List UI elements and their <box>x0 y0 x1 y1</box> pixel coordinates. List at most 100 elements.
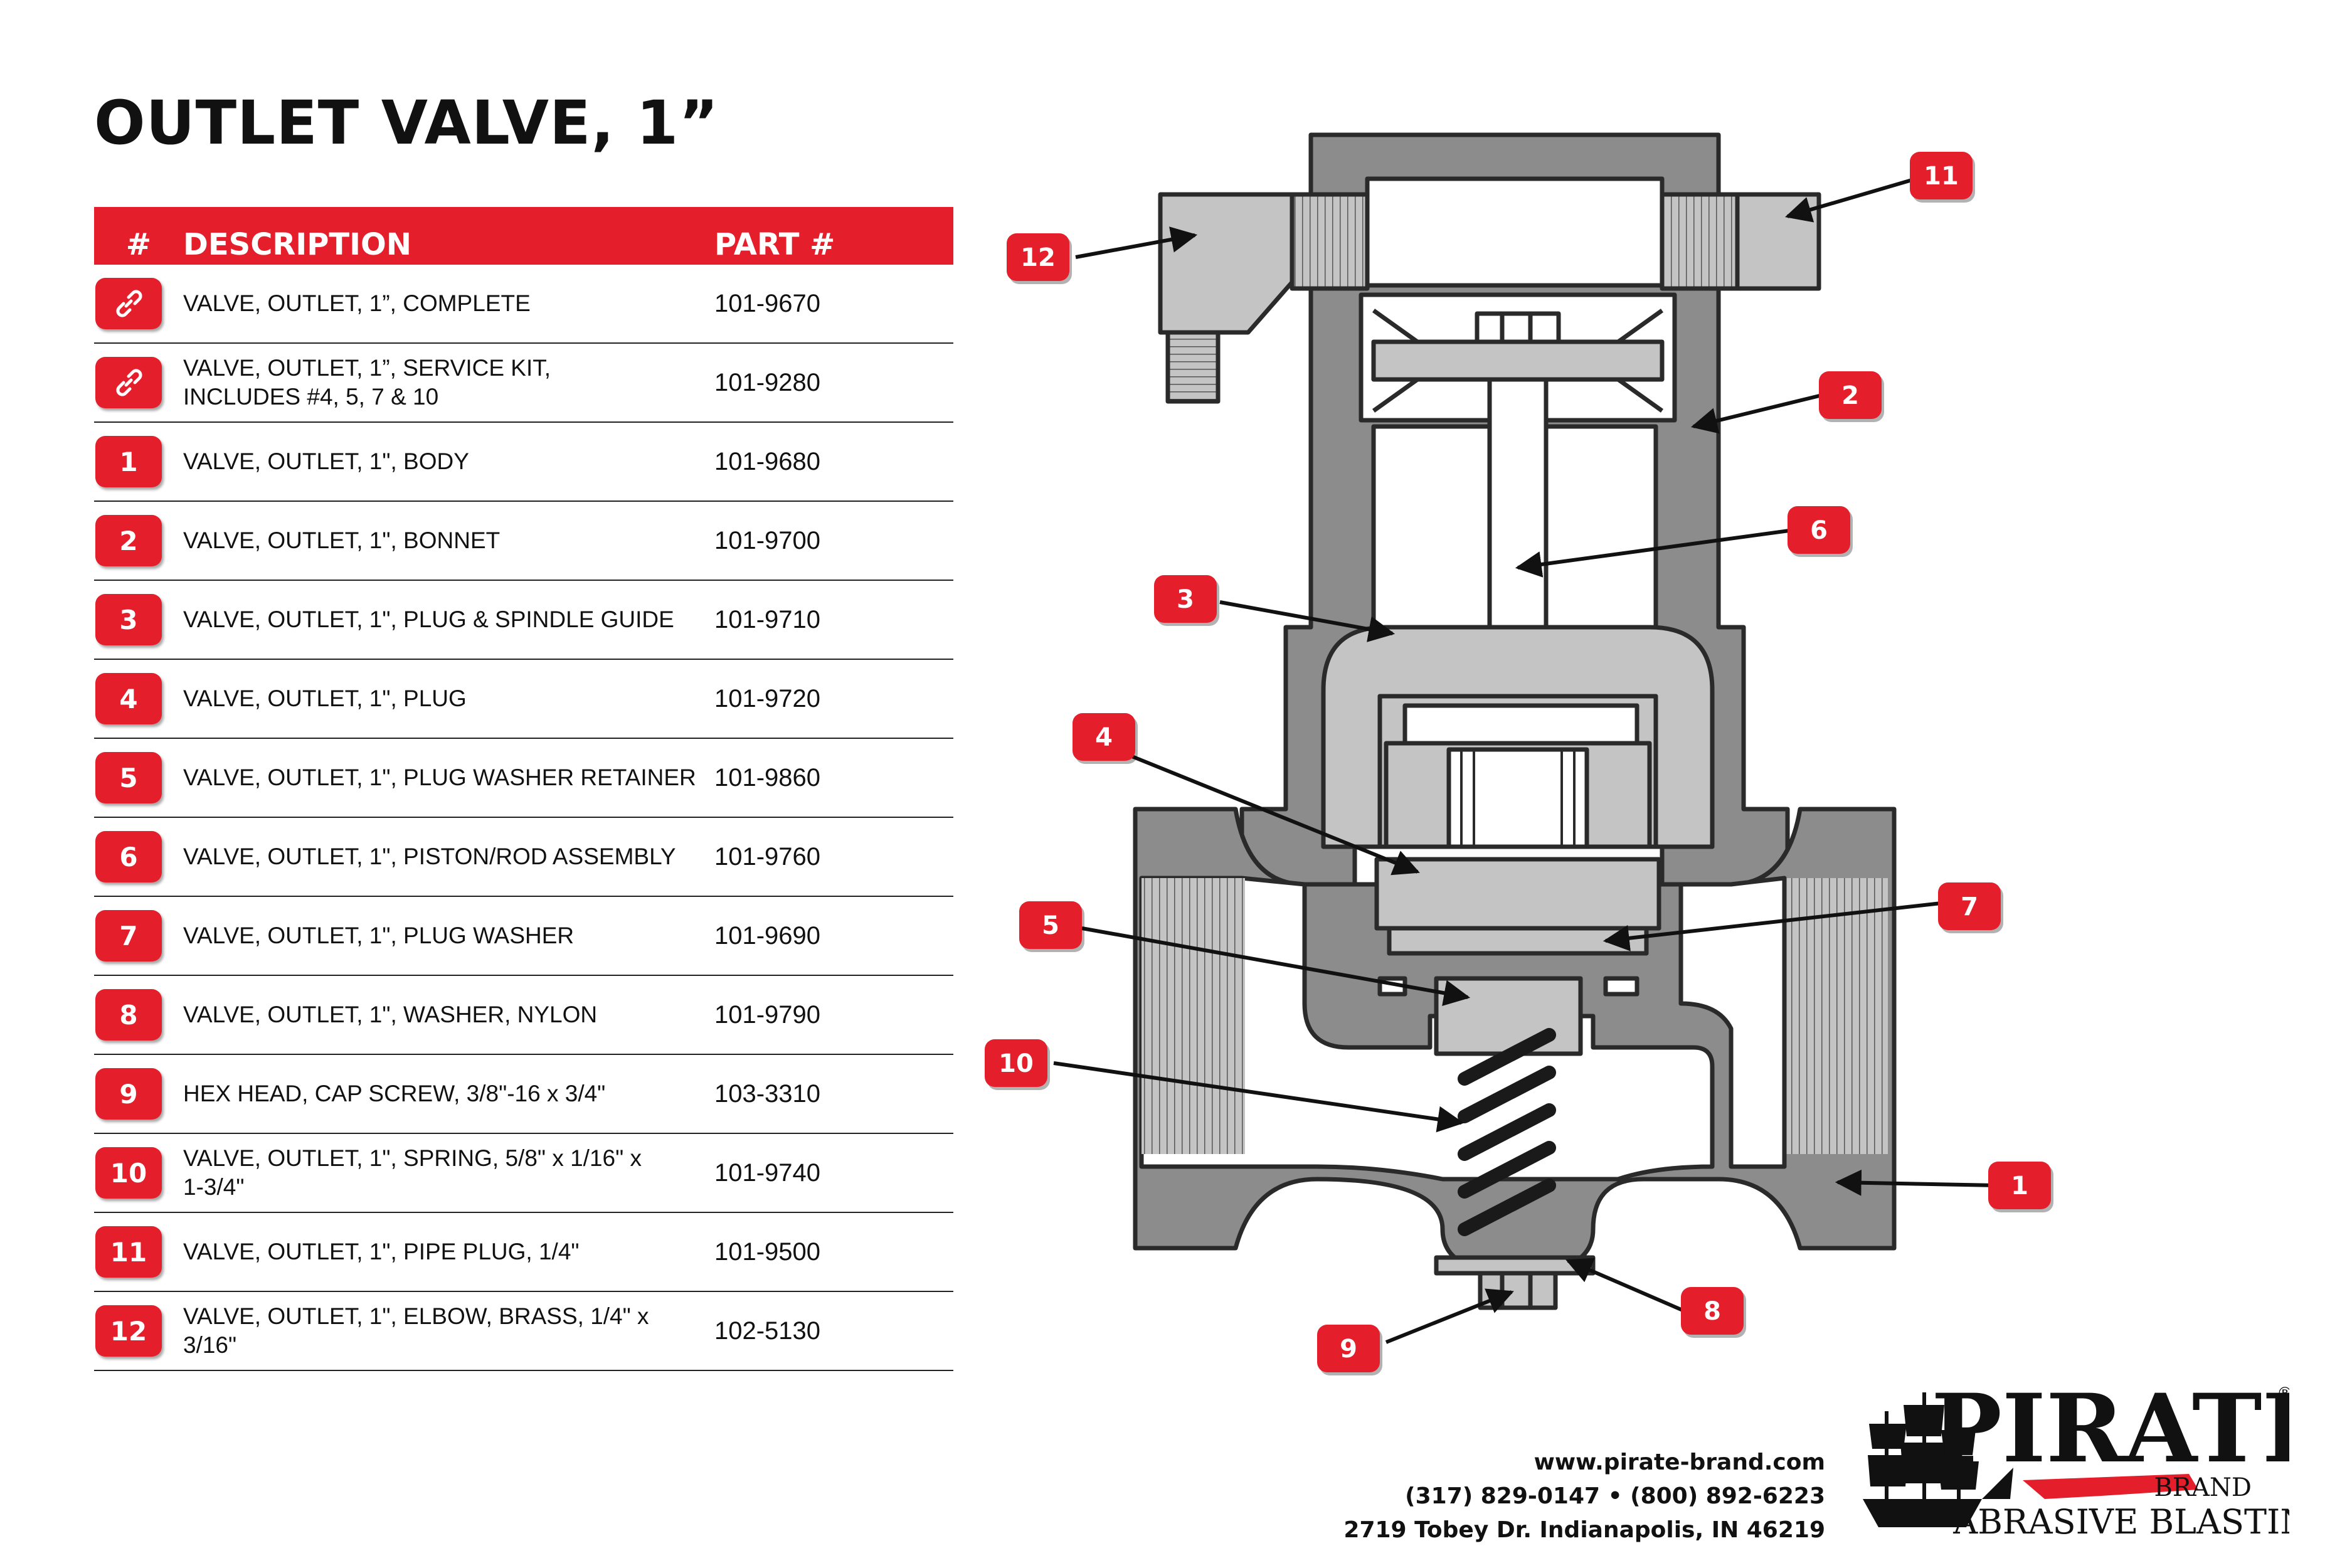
part-description: VALVE, OUTLET, 1", PLUG <box>183 686 467 711</box>
callout-label: 8 <box>1703 1297 1721 1326</box>
contact-info: www.pirate-brand.com (317) 829-0147 • (8… <box>1343 1446 1825 1547</box>
piston-head <box>1371 339 1665 382</box>
part-description: HEX HEAD, CAP SCREW, 3/8"-16 x 3/4" <box>183 1081 606 1106</box>
part-description: VALVE, OUTLET, 1", PIPE PLUG, 1/4" <box>183 1239 580 1264</box>
table-row: 7 VALVE, OUTLET, 1", PLUG WASHER 101-9690 <box>94 897 953 976</box>
item-number-badge: 5 <box>95 752 162 803</box>
link-icon <box>95 357 162 408</box>
callout-badge: 5 <box>1019 901 1084 952</box>
part-description: VALVE, OUTLET, 1", SPRING, 5/8" x 1/16" … <box>183 1145 642 1200</box>
registered-mark: ® <box>2277 1384 2289 1403</box>
part-number: 102-5130 <box>714 1316 821 1345</box>
part-description: VALVE, OUTLET, 1", WASHER, NYLON <box>183 1002 598 1027</box>
table-row: VALVE, OUTLET, 1”, COMPLETE 101-9670 <box>94 265 953 344</box>
item-number-badge: 11 <box>95 1226 162 1278</box>
item-number-badge: 9 <box>95 1068 162 1120</box>
part-number: 101-9690 <box>714 921 821 950</box>
table-row: 3 VALVE, OUTLET, 1", PLUG & SPINDLE GUIDE… <box>94 581 953 660</box>
elbow-stem <box>1165 330 1221 404</box>
spring <box>1458 1028 1556 1236</box>
table-row: 8 VALVE, OUTLET, 1", WASHER, NYLON 101-979… <box>94 976 953 1055</box>
left-port-thread <box>1142 878 1245 1154</box>
spindle-guide <box>1321 625 1715 849</box>
table-row: VALVE, OUTLET, 1”, SERVICE KIT, INCLUDES… <box>94 344 953 423</box>
callout-label: 12 <box>1020 243 1056 272</box>
pipe-plug-thread <box>1660 192 1740 291</box>
page-title: OUTLET VALVE, 1” <box>94 88 719 158</box>
right-port-thread <box>1784 878 1888 1154</box>
phone-numbers: (317) 829-0147 • (800) 892-6223 <box>1405 1483 1825 1509</box>
part-description: VALVE, OUTLET, 1”, SERVICE KIT, INCLUDES… <box>183 355 551 410</box>
part-description: VALVE, OUTLET, 1", PLUG WASHER <box>183 923 575 948</box>
logo-red-splash <box>2023 1474 2198 1499</box>
table-row: 9 HEX HEAD, CAP SCREW, 3/8"-16 x 3/4" 103-… <box>94 1055 953 1134</box>
part-number: 101-9860 <box>714 763 821 792</box>
callout-badge: 2 <box>1819 371 1884 422</box>
callout-badge: 11 <box>1910 152 1975 203</box>
part-description: VALVE, OUTLET, 1", PLUG & SPINDLE GUIDE <box>183 607 674 632</box>
part-number: 101-9500 <box>714 1237 821 1266</box>
parts-table: # DESCRIPTION PART # VALVE, OUTLET, 1”, … <box>94 207 953 1371</box>
part-description: VALVE, OUTLET, 1", BODY <box>183 448 469 474</box>
header-description: DESCRIPTION <box>183 227 412 262</box>
callout-label: 7 <box>1961 893 1978 921</box>
elbow <box>1158 192 1295 335</box>
part-description: VALVE, OUTLET, 1", ELBOW, BRASS, 1/4" x … <box>183 1303 649 1358</box>
item-number-badge: 7 <box>95 910 162 961</box>
logo-brand: BRAND <box>2154 1473 2252 1502</box>
callout-badge: 6 <box>1788 506 1853 557</box>
website-link[interactable]: www.pirate-brand.com <box>1534 1449 1825 1475</box>
callout-label: 9 <box>1340 1335 1357 1364</box>
callout-label: 4 <box>1095 723 1113 752</box>
link-icon <box>95 278 162 329</box>
callout-label: 3 <box>1177 585 1194 614</box>
valve-cutaway-diagram: 11 12 2 6 3 4 7 5 10 1 8 9 <box>985 132 2053 1375</box>
callout-badge: 3 <box>1154 575 1219 626</box>
part-number: 101-9740 <box>714 1158 821 1187</box>
body-passage <box>1139 876 1715 1182</box>
table-header: # DESCRIPTION PART # <box>94 207 953 265</box>
item-number-badge: 3 <box>95 594 162 645</box>
callout-badge: 12 <box>1007 233 1072 284</box>
item-number-badge: 10 <box>95 1147 162 1199</box>
callout-label: 6 <box>1810 516 1828 545</box>
item-number-badge: 8 <box>95 989 162 1041</box>
cap-screw <box>1478 1271 1558 1310</box>
part-description: VALVE, OUTLET, 1”, COMPLETE <box>183 290 531 316</box>
table-row: 11 VALVE, OUTLET, 1", PIPE PLUG, 1/4" 101-… <box>94 1213 953 1292</box>
part-number: 101-9710 <box>714 605 821 633</box>
part-number: 101-9760 <box>714 842 821 871</box>
callout-badge: 8 <box>1681 1287 1746 1338</box>
callout-label: 1 <box>2011 1172 2028 1200</box>
part-number: 103-3310 <box>714 1079 821 1108</box>
address: 2719 Tobey Dr. Indianapolis, IN 46219 <box>1343 1517 1825 1543</box>
part-number: 101-9700 <box>714 526 821 554</box>
piston-cap <box>1475 311 1561 344</box>
plug-disc <box>1374 857 1661 931</box>
logo-tagline: ABRASIVE BLASTING <box>1952 1502 2289 1542</box>
part-number: 101-9680 <box>714 447 821 475</box>
item-number-badge: 1 <box>95 436 162 487</box>
part-description: VALVE, OUTLET, 1", PLUG WASHER RETAINER <box>183 765 696 790</box>
callout-label: 11 <box>1924 162 1959 191</box>
callout-badge: 7 <box>1938 882 2003 933</box>
callout-badge: 10 <box>985 1039 1050 1090</box>
item-number-badge: 4 <box>95 673 162 724</box>
part-description: VALVE, OUTLET, 1", BONNET <box>183 527 501 553</box>
washer-retainer <box>1434 976 1583 1056</box>
callout-label: 5 <box>1042 911 1059 940</box>
callout-badge: 4 <box>1073 713 1138 764</box>
callout-badge: 9 <box>1317 1325 1382 1375</box>
table-row: 5 VALVE, OUTLET, 1", PLUG WASHER RETAINER… <box>94 739 953 818</box>
pirate-ship-icon <box>1863 1392 2013 1527</box>
part-number: 101-9790 <box>714 1000 821 1029</box>
pipe-plug <box>1735 192 1821 291</box>
part-description: VALVE, OUTLET, 1", PISTON/ROD ASSEMBLY <box>183 844 676 869</box>
part-number: 101-9280 <box>714 368 821 396</box>
part-number: 101-9670 <box>714 289 821 317</box>
